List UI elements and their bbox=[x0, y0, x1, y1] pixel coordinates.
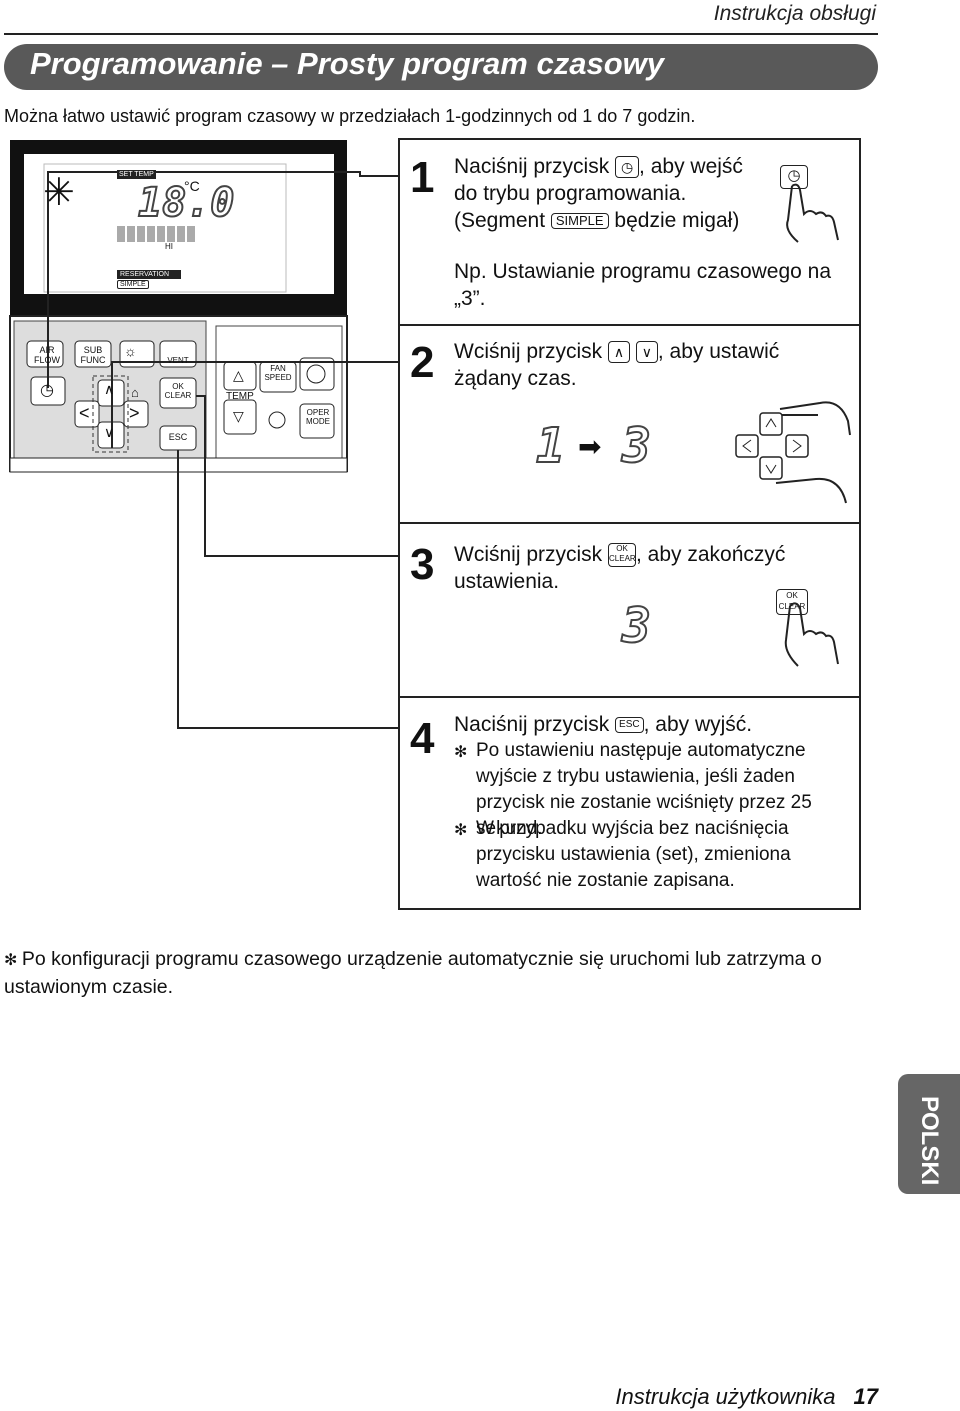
esc-icon: ESC bbox=[615, 717, 644, 734]
language-tab-label: POLSKI bbox=[916, 1096, 943, 1186]
step-4-number: 4 bbox=[410, 714, 435, 763]
timer-icon: ◷ bbox=[615, 156, 640, 179]
display-fan-speed: HI bbox=[165, 242, 173, 251]
page-title: Programowanie – Prosty program czasowy bbox=[30, 46, 664, 81]
step-1-line3-end: będzie migał) bbox=[614, 209, 740, 232]
fan-speed-button[interactable]: FAN SPEED bbox=[264, 364, 292, 382]
step-divider bbox=[398, 324, 861, 326]
fan-level-bar bbox=[117, 226, 195, 242]
step-divider bbox=[398, 522, 861, 524]
step-2-text: Wciśnij przycisk ∧ ∨, aby ustawić żądany… bbox=[454, 338, 834, 392]
step-2-line1: Wciśnij przycisk bbox=[454, 340, 603, 363]
up-arrow-icon: ∧ bbox=[608, 341, 631, 364]
esc-button[interactable]: ESC bbox=[168, 432, 188, 442]
ok-label: OK bbox=[172, 382, 184, 391]
bottom-note: ✻ Po konfiguracji programu czasowego urz… bbox=[4, 946, 864, 1001]
snowflake-icon: ✳ bbox=[43, 172, 75, 214]
footer-label: Instrukcja użytkownika bbox=[615, 1384, 836, 1409]
display-set-temp: SET TEMP bbox=[117, 170, 156, 179]
step-4-line1: Naciśnij przycisk bbox=[454, 713, 610, 736]
pressing-hand-icon bbox=[784, 602, 839, 667]
pressing-hand-icon bbox=[786, 183, 839, 243]
step-4-note-2: W przypadku wyjścia bez naciśnięcia przy… bbox=[476, 818, 791, 891]
display-set-value: 3 bbox=[621, 597, 652, 655]
bullet-snowflake-icon: ✻ bbox=[454, 744, 468, 761]
simple-segment-icon: SIMPLE bbox=[550, 213, 609, 230]
step-3-line1: Wciśnij przycisk bbox=[454, 543, 603, 566]
step-2-line2: żądany czas. bbox=[454, 367, 577, 390]
bullet-snowflake-icon: ✻ bbox=[454, 822, 468, 839]
step-4-text: Naciśnij przycisk ESC, aby wyjść. bbox=[454, 711, 834, 738]
temp-down-button[interactable]: ▽ bbox=[233, 408, 244, 424]
oper-mode-button[interactable]: OPER MODE bbox=[306, 408, 330, 426]
step-3-line2: ustawienia. bbox=[454, 570, 560, 593]
arrow-keys-hands-icon bbox=[735, 401, 851, 504]
step-4-line1-end: , aby wyjść. bbox=[643, 713, 753, 736]
display-temperature: 18.0 bbox=[137, 179, 235, 227]
display-to-value: 3 bbox=[621, 417, 652, 475]
step-1-example: Np. Ustawianie programu czasowego na „3”… bbox=[454, 260, 832, 310]
bottom-note-text: Po konfiguracji programu czasowego urząd… bbox=[4, 948, 822, 998]
step-2-number: 2 bbox=[410, 338, 435, 387]
display-from-value: 1 bbox=[535, 417, 566, 475]
step-1-line3: (Segment bbox=[454, 209, 546, 232]
step-1-line2: do trybu programowania. bbox=[454, 182, 687, 205]
timer-icon: ◷ bbox=[780, 165, 808, 189]
up-button[interactable]: ∧ bbox=[104, 381, 115, 397]
step-2-line1-end: , aby ustawić bbox=[657, 340, 780, 363]
right-button[interactable]: > bbox=[129, 403, 140, 423]
footer: Instrukcja użytkownika 17 bbox=[615, 1384, 878, 1410]
step-1-line1: Naciśnij przycisk bbox=[454, 155, 610, 178]
filter-icon[interactable]: ☼ bbox=[124, 343, 137, 359]
header-rule bbox=[4, 33, 878, 35]
language-tab bbox=[898, 1074, 960, 1194]
timer-button[interactable]: ◷ bbox=[40, 382, 54, 399]
home-icon: ⌂ bbox=[131, 385, 139, 400]
page-number: 17 bbox=[853, 1384, 878, 1409]
step-1-text: Naciśnij przycisk ◷, aby wejść do trybu … bbox=[454, 153, 774, 234]
step-4-note-1: Po ustawieniu następuje automatyczne wyj… bbox=[476, 740, 812, 839]
step-1-number: 1 bbox=[410, 153, 435, 202]
down-arrow-icon: ∨ bbox=[635, 341, 658, 364]
display-unit: °C bbox=[184, 178, 200, 194]
step-divider bbox=[398, 696, 861, 698]
header-section: Instrukcja obsługi bbox=[713, 2, 876, 25]
remote-controller-illustration bbox=[9, 140, 398, 729]
intro-text: Można łatwo ustawić program czasowy w pr… bbox=[4, 106, 696, 126]
bullet-snowflake-icon: ✻ bbox=[4, 952, 22, 969]
sub-func-button[interactable]: SUB FUNC bbox=[80, 345, 106, 365]
display-simple: SIMPLE bbox=[117, 280, 149, 289]
display-reservation: RESERVATION bbox=[117, 270, 181, 279]
vent-button[interactable]: VENT bbox=[167, 356, 189, 365]
title-bar bbox=[4, 44, 878, 90]
temp-label: TEMP bbox=[226, 391, 254, 402]
step-1-line1-end: , aby wejść bbox=[639, 155, 743, 178]
temp-up-button[interactable]: △ bbox=[233, 367, 244, 383]
arrow-right-icon: ➡ bbox=[578, 431, 602, 462]
step-3-line1-end: , aby zakończyć bbox=[636, 543, 786, 566]
air-flow-button[interactable]: AIR FLOW bbox=[34, 345, 60, 365]
steps-panel bbox=[398, 138, 861, 910]
step-3-number: 3 bbox=[410, 540, 435, 589]
left-button[interactable]: < bbox=[79, 403, 90, 423]
clear-label: CLEAR bbox=[164, 391, 192, 400]
down-button[interactable]: ∨ bbox=[104, 424, 115, 440]
